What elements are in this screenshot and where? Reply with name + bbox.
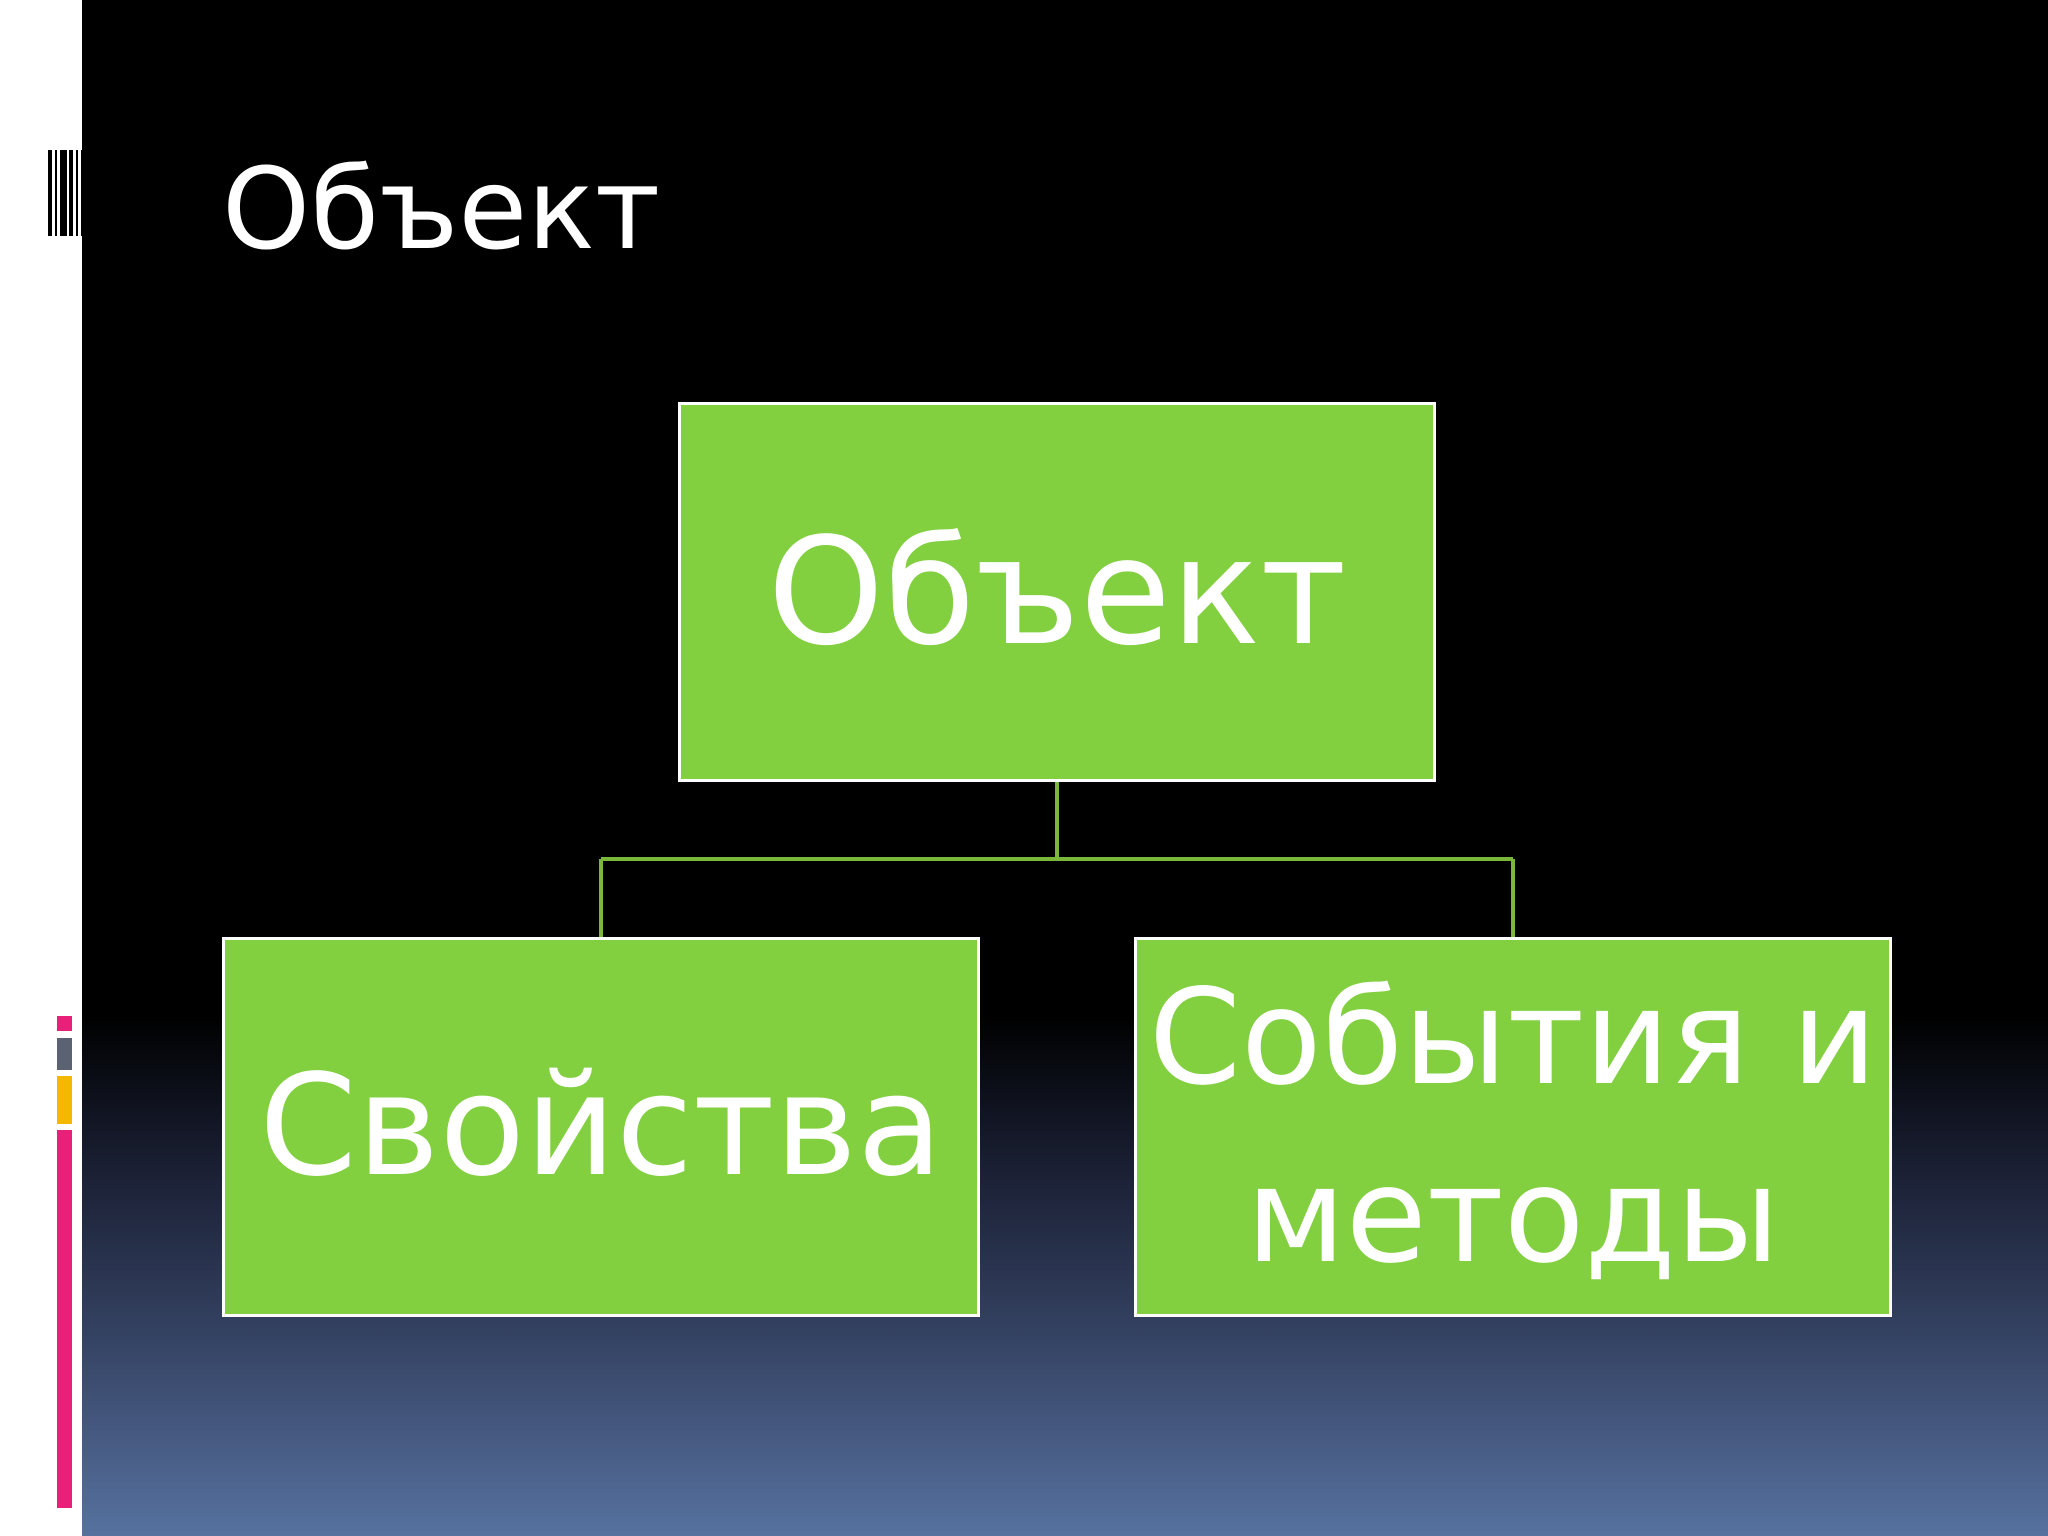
node-properties: Свойства — [222, 937, 980, 1317]
node-events-methods-label: События и методы — [1148, 961, 1878, 1293]
slide-title: Объект — [222, 145, 661, 275]
barcode-decoration — [48, 150, 82, 236]
accent-bar-yellow — [57, 1076, 72, 1124]
accent-bar-pink-top — [57, 1016, 72, 1031]
accent-bar-gray — [57, 1038, 72, 1070]
node-events-methods: События и методы — [1134, 937, 1892, 1317]
accent-bar-pink-long — [57, 1130, 72, 1508]
node-object: Объект — [678, 402, 1436, 782]
node-properties-label: Свойства — [259, 1045, 943, 1208]
node-object-label: Объект — [767, 506, 1347, 678]
